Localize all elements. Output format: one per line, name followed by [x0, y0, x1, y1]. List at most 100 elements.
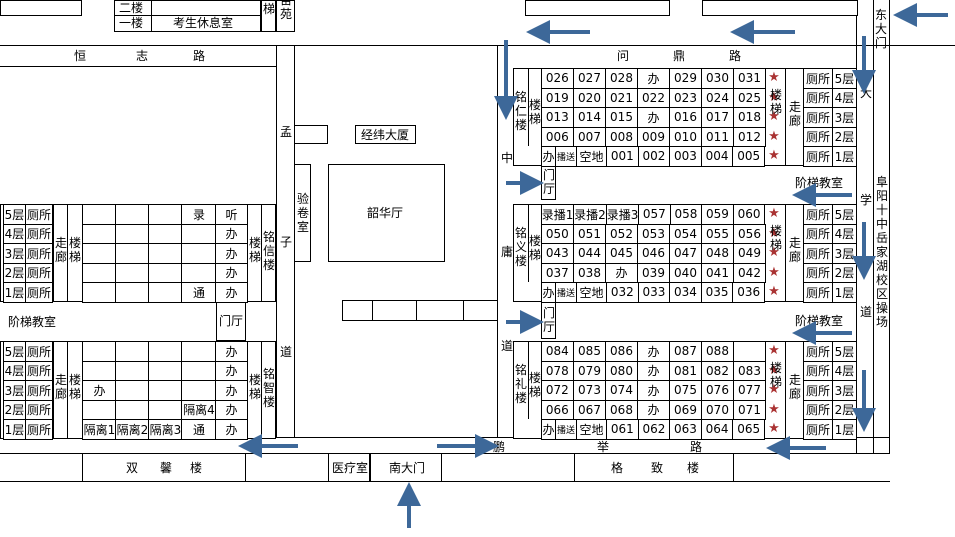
- room-cell: 空地: [576, 419, 607, 440]
- lobby-west: 门厅: [216, 301, 246, 341]
- top-stair: 梯: [261, 0, 276, 32]
- garden-label: 苗苑: [279, 0, 292, 21]
- toilet-cell: 厕所: [25, 380, 53, 401]
- floor-cell: 1层: [3, 419, 26, 440]
- toilet-cell: 厕所: [803, 262, 833, 283]
- road-daxue-3: 道: [860, 305, 873, 319]
- road-edge: [0, 453, 890, 454]
- road-zhongyong-1: 中: [501, 151, 514, 165]
- room-cell: 015: [605, 107, 638, 128]
- room-cell: 026: [541, 68, 574, 89]
- south-gate[interactable]: 南大门: [370, 453, 442, 482]
- room-cell: 录播1: [541, 204, 574, 225]
- exam-star-icon: ★: [768, 109, 780, 124]
- road-pengju-2: 举: [597, 440, 610, 454]
- room-cell: 听: [215, 204, 248, 225]
- room-cell: 办: [541, 419, 556, 440]
- road-mengzi-3: 道: [280, 345, 293, 359]
- room-cell: 079: [573, 360, 606, 381]
- floor-cell: 1层: [832, 146, 857, 167]
- top-block-left: [0, 0, 82, 16]
- room-cell: 014: [573, 107, 606, 128]
- room-cell: 010: [669, 126, 702, 147]
- yanjuan-label: 验卷室: [296, 192, 309, 234]
- floor-cell: 3层: [3, 380, 26, 401]
- lobby-west-label: 门厅: [219, 314, 244, 328]
- mingli-name: 铭礼楼: [514, 363, 527, 405]
- second-floor-label: 二楼: [119, 1, 144, 15]
- room-cell: 051: [573, 223, 606, 244]
- room-cell: 066: [541, 399, 574, 420]
- road-zhongyong-2: 庸: [501, 245, 514, 259]
- room-cell: 065: [732, 419, 765, 440]
- room-cell: 072: [541, 380, 574, 401]
- floor-cell: 5层: [832, 204, 857, 225]
- floor-cell: 5层: [832, 68, 857, 89]
- floor-cell: 1层: [832, 282, 857, 303]
- floor-cell: 3层: [832, 107, 857, 128]
- room-cell: 018: [733, 107, 766, 128]
- room-cell: 隔离2: [115, 419, 150, 440]
- floor-cell: 1层: [832, 419, 857, 440]
- jingwei-label: 经纬大厦: [361, 128, 410, 142]
- room-cell: 002: [637, 146, 671, 167]
- room-cell: 011: [701, 126, 734, 147]
- room-cell: 隔离3: [148, 419, 183, 440]
- yanjuan-room: 验卷室: [294, 164, 311, 262]
- road-edge: [276, 45, 277, 438]
- lobby-label: 门厅: [542, 306, 555, 334]
- shuangxin-2: 馨: [160, 461, 173, 475]
- road-zhongyong-3: 道: [501, 339, 514, 353]
- shuangxin-3: 楼: [190, 461, 203, 475]
- jingwei-annex: [294, 125, 328, 144]
- toilet-cell: 厕所: [25, 419, 53, 440]
- lecture-hall-west: 阶梯教室: [8, 315, 57, 329]
- room-cell: 052: [605, 223, 638, 244]
- room-cell: 办: [215, 341, 248, 362]
- exam-star-icon: ★: [768, 264, 780, 280]
- road-hengzhi-2: 志: [136, 49, 149, 63]
- road-mengzi-1: 孟: [280, 125, 293, 139]
- floor-cell: 2层: [3, 262, 26, 283]
- mingxin-name: 铭信楼: [262, 230, 275, 272]
- mingzhi-corridor: 走廊: [54, 373, 67, 401]
- room-cell: 087: [669, 341, 702, 362]
- room-cell: 办: [637, 380, 670, 401]
- mingzhi-stairs: 楼梯: [68, 373, 81, 401]
- road-hengzhi-1: 恒: [74, 49, 87, 63]
- toilet-cell: 厕所: [25, 204, 53, 225]
- rest-building: 二楼 一楼 考生休息室: [114, 0, 261, 32]
- room-cell: 077: [733, 380, 766, 401]
- mingren-corridor: 走廊: [788, 100, 801, 128]
- exam-star-icon: ★: [768, 284, 780, 299]
- mingzhi-stairs-east: 楼梯: [248, 373, 261, 401]
- room-cell: 083: [733, 360, 766, 381]
- room-cell: 062: [637, 419, 671, 440]
- exam-star-icon: ★: [768, 148, 780, 163]
- room-cell: 084: [541, 341, 574, 362]
- room-cell: 039: [637, 262, 670, 283]
- shaohua-label: 韶华厅: [367, 206, 404, 220]
- room-cell: 034: [669, 282, 702, 303]
- toilet-cell: 厕所: [803, 399, 833, 420]
- floor-cell: 5层: [832, 341, 857, 362]
- room-cell: 075: [669, 380, 702, 401]
- road-edge: [0, 66, 276, 67]
- toilet-cell: 厕所: [803, 419, 833, 440]
- road-edge: [0, 481, 890, 482]
- room-cell: 055: [701, 223, 734, 244]
- floor-cell: 3层: [832, 243, 857, 264]
- road-wending-1: 问: [617, 49, 630, 63]
- room-cell: 办: [541, 146, 556, 167]
- exam-star-icon: ★: [768, 401, 780, 417]
- room-cell: 录播2: [573, 204, 607, 225]
- room-cell: 004: [700, 146, 734, 167]
- exam-star-icon: ★: [768, 421, 780, 436]
- gezhi-3: 楼: [687, 461, 700, 475]
- road-hengzhi-3: 路: [193, 49, 206, 63]
- mingxin-stairs: 楼梯: [68, 236, 81, 264]
- road-pengju-3: 路: [690, 440, 703, 454]
- room-cell: 074: [605, 380, 638, 401]
- gezhi-building: 格 致 楼: [574, 453, 734, 482]
